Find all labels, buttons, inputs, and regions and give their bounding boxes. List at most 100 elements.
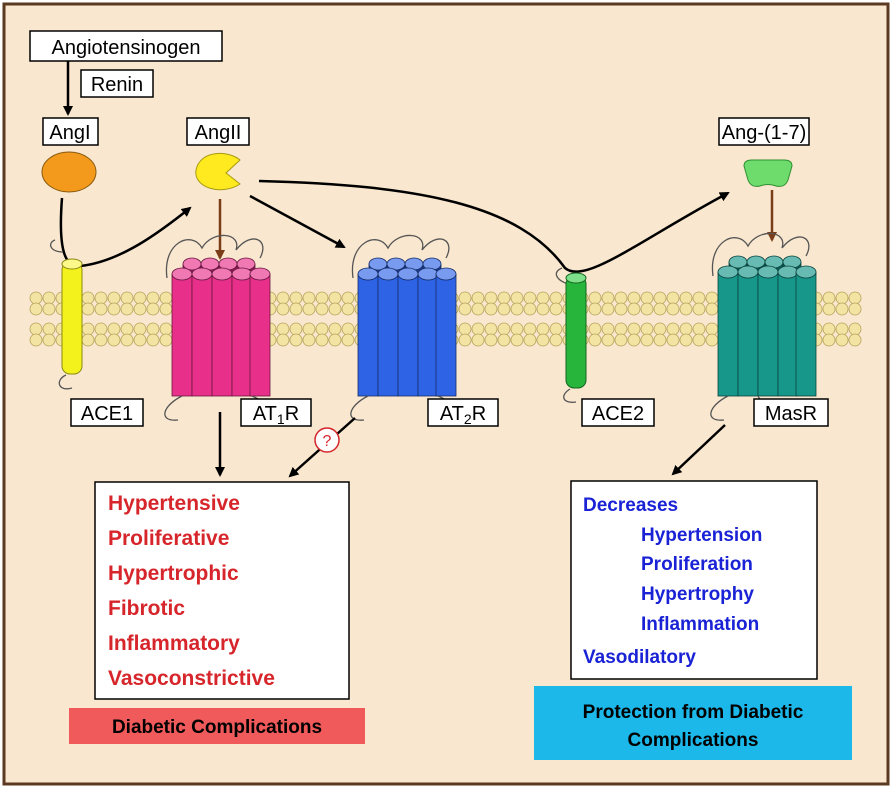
- protection-banner: Protection from Diabetic Complications: [534, 686, 852, 760]
- lipid-head: [484, 333, 498, 347]
- at1r-label: AT1R: [240, 398, 312, 427]
- ang17-label: Ang-(1-7): [718, 117, 810, 146]
- lipid-head: [627, 333, 641, 347]
- lipid-head: [159, 322, 173, 336]
- lipid-head: [588, 302, 602, 316]
- lipid-head: [835, 302, 849, 316]
- lipid-head: [822, 322, 836, 336]
- lipid-head: [42, 291, 56, 305]
- svg-text:MasR: MasR: [765, 403, 817, 425]
- at1r-receptor: [164, 234, 281, 421]
- lipid-head: [510, 333, 524, 347]
- lipid-head: [549, 302, 563, 316]
- lipid-head: [133, 333, 147, 347]
- lipid-head: [29, 322, 43, 336]
- lipid-head: [588, 333, 602, 347]
- lipid-head: [614, 322, 628, 336]
- lipid-head: [822, 333, 836, 347]
- lipid-head: [146, 291, 160, 305]
- effect-vasodilatory: Vasodilatory: [583, 647, 696, 668]
- lipid-head: [133, 291, 147, 305]
- lipid-head: [705, 322, 719, 336]
- lipid-head: [523, 291, 537, 305]
- lipid-head: [146, 302, 160, 316]
- detrimental-effects-box: Hypertensive Proliferative Hypertrophic …: [94, 481, 350, 700]
- lipid-head: [835, 333, 849, 347]
- lipid-head: [341, 302, 355, 316]
- lipid-head: [302, 291, 316, 305]
- lipid-head: [588, 322, 602, 336]
- lipid-head: [692, 291, 706, 305]
- lipid-head: [627, 302, 641, 316]
- angI-molecule: [41, 151, 97, 193]
- lipid-head: [549, 291, 563, 305]
- lipid-head: [510, 322, 524, 336]
- lipid-head: [653, 333, 667, 347]
- lipid-head: [653, 291, 667, 305]
- lipid-head: [588, 291, 602, 305]
- lipid-head: [523, 322, 537, 336]
- lipid-head: [497, 322, 511, 336]
- lipid-head: [315, 322, 329, 336]
- lipid-head: [536, 333, 550, 347]
- svg-text:Complications: Complications: [628, 730, 759, 751]
- lipid-head: [302, 302, 316, 316]
- lipid-head: [510, 302, 524, 316]
- lipid-head: [81, 333, 95, 347]
- lipid-head: [289, 302, 303, 316]
- lipid-head: [328, 322, 342, 336]
- lipid-head: [692, 302, 706, 316]
- svg-text:AngI: AngI: [49, 122, 90, 144]
- lipid-head: [679, 291, 693, 305]
- lipid-head: [653, 302, 667, 316]
- svg-text:ACE2: ACE2: [592, 403, 644, 425]
- lipid-head: [276, 322, 290, 336]
- ang17-molecule: [743, 159, 793, 187]
- effect-hypertension: Hypertension: [641, 525, 762, 546]
- lipid-head: [484, 291, 498, 305]
- lipid-head: [484, 322, 498, 336]
- lipid-head: [614, 291, 628, 305]
- angII-label: AngII: [186, 117, 250, 146]
- lipid-head: [94, 291, 108, 305]
- lipid-head: [276, 291, 290, 305]
- lipid-head: [315, 302, 329, 316]
- renin-label: Renin: [80, 69, 154, 98]
- effect-proliferative: Proliferative: [108, 527, 229, 550]
- lipid-head: [848, 302, 862, 316]
- ace1-receptor: [49, 239, 83, 390]
- ace2-label: ACE2: [581, 398, 655, 427]
- lipid-head: [601, 302, 615, 316]
- angII-molecule: [195, 152, 241, 191]
- svg-text:Ang-(1-7): Ang-(1-7): [722, 122, 806, 144]
- lipid-head: [120, 302, 134, 316]
- lipid-head: [458, 333, 472, 347]
- lipid-head: [341, 333, 355, 347]
- lipid-head: [471, 302, 485, 316]
- lipid-head: [328, 333, 342, 347]
- lipid-head: [146, 333, 160, 347]
- lipid-head: [497, 333, 511, 347]
- angiotensinogen-label: Angiotensinogen: [29, 30, 223, 62]
- lipid-head: [705, 302, 719, 316]
- lipid-head: [471, 333, 485, 347]
- effect-decreases: Decreases: [583, 495, 678, 516]
- lipid-head: [276, 333, 290, 347]
- lipid-head: [341, 291, 355, 305]
- lipid-head: [81, 291, 95, 305]
- lipid-head: [679, 322, 693, 336]
- lipid-head: [640, 322, 654, 336]
- lipid-head: [627, 291, 641, 305]
- at2r-receptor: [350, 234, 467, 421]
- lipid-head: [289, 291, 303, 305]
- effect-hypertrophic: Hypertrophic: [108, 562, 239, 585]
- arrow-masr-to-effects: [671, 424, 726, 476]
- question-mark-badge: ?: [314, 427, 340, 453]
- lipid-head: [679, 333, 693, 347]
- lipid-head: [133, 302, 147, 316]
- effect-inflammatory: Inflammatory: [108, 632, 240, 655]
- lipid-head: [133, 322, 147, 336]
- lipid-head: [523, 302, 537, 316]
- lipid-head: [666, 302, 680, 316]
- lipid-head: [471, 291, 485, 305]
